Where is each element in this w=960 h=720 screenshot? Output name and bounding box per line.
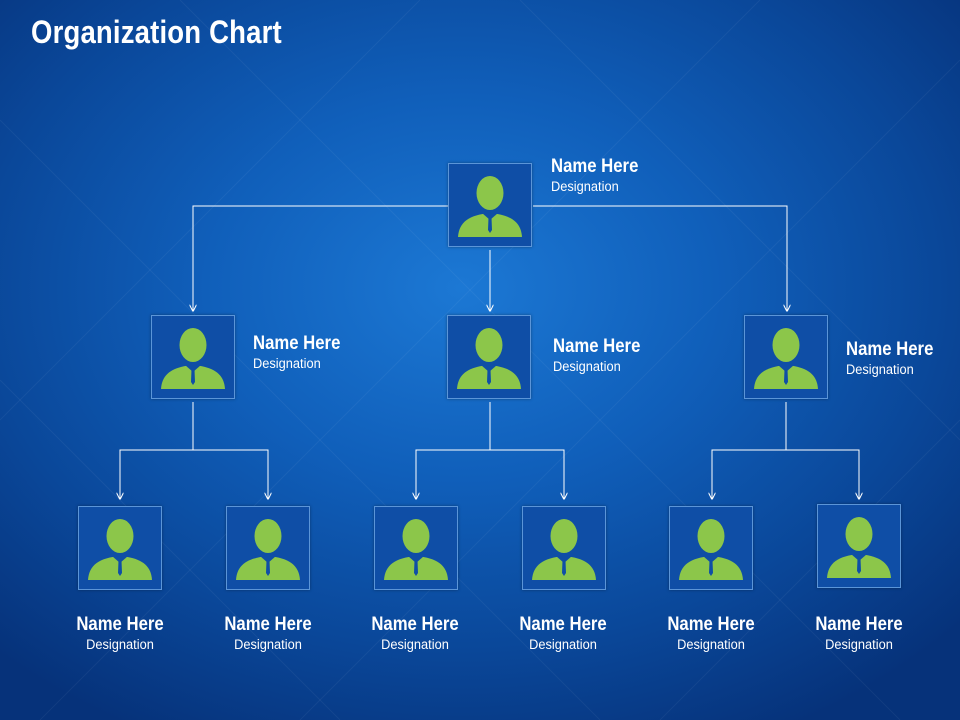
- org-label-bottom-5: Name Here Designation: [651, 614, 771, 654]
- slide-title: Organization Chart: [31, 14, 282, 50]
- person-name: Name Here: [551, 156, 639, 177]
- person-icon: [827, 517, 891, 578]
- org-label-bottom-3: Name Here Designation: [355, 614, 475, 654]
- person-icon: [88, 519, 152, 580]
- person-name: Name Here: [815, 614, 903, 635]
- org-node-bottom-2[interactable]: [226, 506, 310, 590]
- person-designation: Designation: [234, 637, 302, 652]
- person-icon: [754, 328, 818, 389]
- org-node-bottom-6[interactable]: [817, 504, 901, 588]
- person-designation: Designation: [553, 359, 621, 374]
- org-node-bottom-5[interactable]: [669, 506, 753, 590]
- connector-top-left: [193, 205, 448, 311]
- org-label-bottom-4: Name Here Designation: [503, 614, 623, 654]
- person-designation: Designation: [825, 637, 893, 652]
- org-label-bottom-1: Name Here Designation: [60, 614, 180, 654]
- person-icon: [532, 519, 596, 580]
- connector-mid-right-a: [712, 449, 786, 499]
- person-icon: [384, 519, 448, 580]
- org-label-bottom-6: Name Here Designation: [799, 614, 919, 654]
- person-icon: [236, 519, 300, 580]
- person-name: Name Here: [371, 614, 459, 635]
- person-name: Name Here: [76, 614, 164, 635]
- connector-mid-left-b: [193, 449, 268, 499]
- person-name: Name Here: [519, 614, 607, 635]
- person-icon: [458, 176, 522, 237]
- person-name: Name Here: [253, 333, 341, 354]
- person-designation: Designation: [381, 637, 449, 652]
- person-icon: [457, 328, 521, 389]
- person-designation: Designation: [86, 637, 154, 652]
- org-label-bottom-2: Name Here Designation: [208, 614, 328, 654]
- org-label-mid-2: Name Here Designation: [553, 336, 652, 376]
- person-icon: [161, 328, 225, 389]
- org-node-mid-1[interactable]: [151, 315, 235, 399]
- person-name: Name Here: [553, 336, 641, 357]
- person-name: Name Here: [224, 614, 312, 635]
- org-label-mid-1: Name Here Designation: [253, 333, 352, 373]
- org-node-top[interactable]: [448, 163, 532, 247]
- connector-mid-center-b: [490, 449, 564, 499]
- person-designation: Designation: [253, 356, 321, 371]
- org-node-bottom-4[interactable]: [522, 506, 606, 590]
- person-designation: Designation: [846, 362, 914, 377]
- connector-mid-right-b: [786, 449, 859, 499]
- org-node-mid-2[interactable]: [447, 315, 531, 399]
- person-designation: Designation: [529, 637, 597, 652]
- person-name: Name Here: [846, 339, 934, 360]
- connector-mid-center-a: [416, 449, 490, 499]
- connector-mid-left-a: [120, 449, 193, 499]
- org-label-mid-3: Name Here Designation: [846, 339, 945, 379]
- org-node-bottom-1[interactable]: [78, 506, 162, 590]
- person-designation: Designation: [551, 179, 619, 194]
- org-node-bottom-3[interactable]: [374, 506, 458, 590]
- person-icon: [679, 519, 743, 580]
- org-node-mid-3[interactable]: [744, 315, 828, 399]
- connector-top-right: [533, 205, 787, 311]
- person-designation: Designation: [677, 637, 745, 652]
- org-label-top: Name Here Designation: [551, 156, 650, 196]
- person-name: Name Here: [667, 614, 755, 635]
